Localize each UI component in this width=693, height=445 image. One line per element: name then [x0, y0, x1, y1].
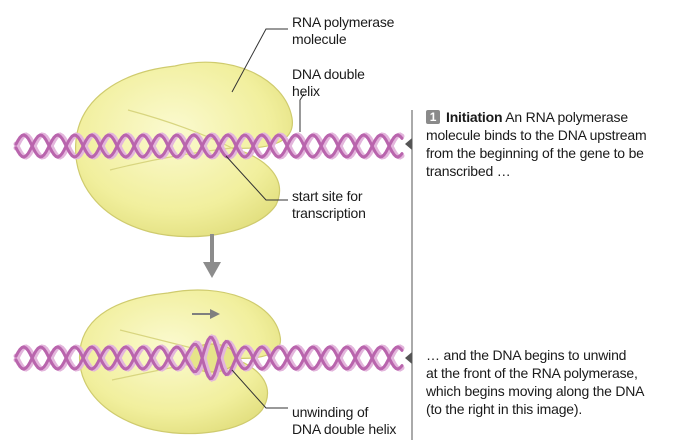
label-rna-polymerase: RNA polymerase molecule: [292, 14, 395, 47]
label-dna-double-helix: DNA double helix: [292, 66, 365, 99]
dna-strand: [13, 339, 405, 382]
bracket-pointer-top: [405, 138, 412, 150]
label-unwinding: unwinding of DNA double helix: [292, 404, 397, 437]
leader-dna-double-helix: [299, 93, 305, 132]
dna-helix-bottom: [13, 334, 405, 382]
dna-helix-top: [13, 132, 405, 160]
down-arrow-icon: [203, 234, 221, 278]
leader-rna-polymerase: [231, 28, 288, 93]
dna-strand: [14, 335, 404, 377]
leader-unwinding: [231, 369, 288, 409]
step-2-caption: … and the DNA begins to unwind at the fr…: [426, 347, 645, 417]
bracket-pointer-bottom: [405, 352, 412, 364]
step-title: Initiation: [446, 109, 503, 125]
leader-start-site: [225, 155, 288, 201]
label-start-site: start site for transcription: [292, 188, 366, 221]
dna-strand: [13, 334, 405, 377]
step-number-badge: 1: [426, 110, 440, 124]
dna-strand: [14, 133, 404, 159]
right-arrow-icon: [192, 309, 220, 319]
